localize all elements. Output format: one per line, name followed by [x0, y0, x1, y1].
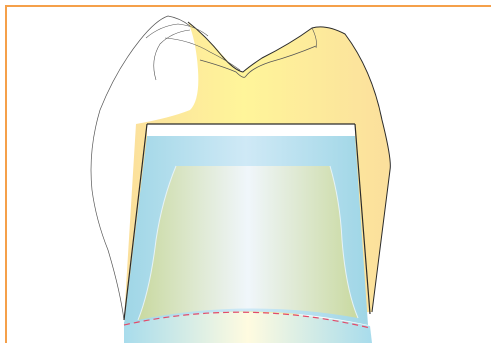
occlusal-gap [147, 124, 355, 136]
preparation-inner [138, 166, 358, 320]
original-tooth-outline-inner [154, 30, 190, 80]
